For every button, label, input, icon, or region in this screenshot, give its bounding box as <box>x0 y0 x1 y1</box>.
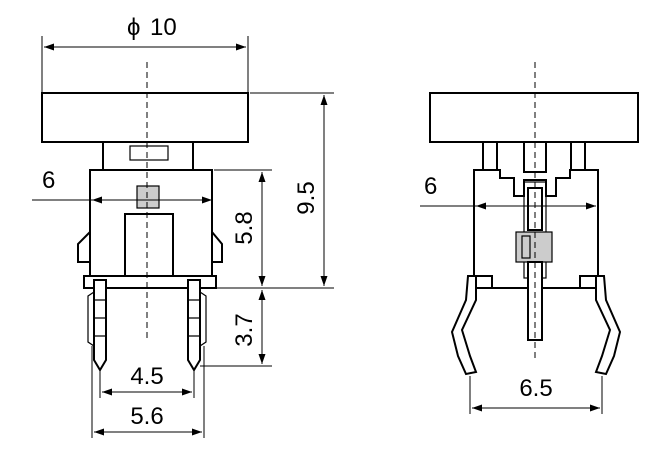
side-view: 6 6.5 <box>420 62 639 414</box>
front-pins <box>87 279 207 372</box>
dim-pin-outer: 5.6 <box>130 403 163 430</box>
dim-body-height: 5.8 <box>231 211 258 244</box>
side-leads <box>450 275 622 376</box>
front-view: ϕ 10 6 9.5 5.8 3.7 4.5 5.6 <box>32 14 334 438</box>
dim-front-body-width: 6 <box>42 167 55 194</box>
front-cap <box>41 92 249 143</box>
dim-side-body-width: 6 <box>424 173 437 200</box>
dim-lead-span: 6.5 <box>519 375 552 402</box>
dim-pin-length: 3.7 <box>231 313 258 346</box>
dim-diameter-value: 10 <box>150 14 177 41</box>
dim-total-height: 9.5 <box>293 181 320 214</box>
side-cap <box>429 92 639 143</box>
dim-pin-inner: 4.5 <box>130 363 163 390</box>
dim-diameter-symbol: ϕ <box>127 14 140 41</box>
